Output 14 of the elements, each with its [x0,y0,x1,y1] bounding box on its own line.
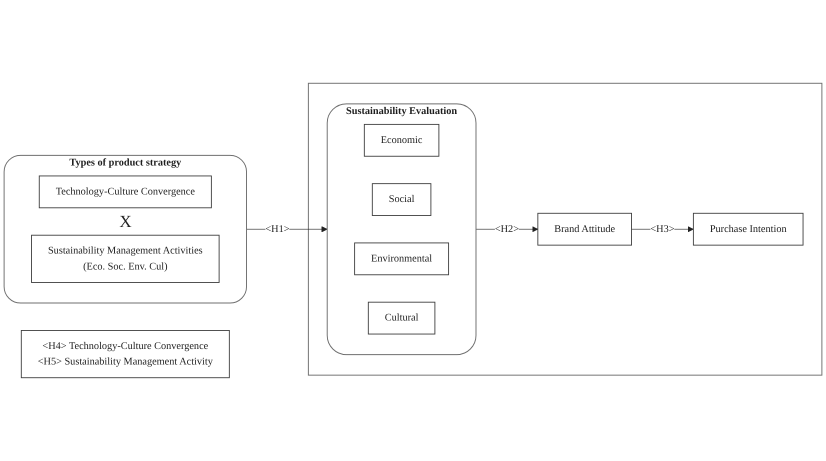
node-box: Environmental [354,242,450,276]
operator-label: X [119,213,132,230]
edge-label: <H2> [494,224,519,235]
node-box: Sustainability Management Activities (Eco. Soc. Env. Cul) [31,234,220,283]
node-box: Social [372,183,432,216]
node-box: Brand Attitude [537,212,632,246]
node-box: Technology-Culture Convergence [38,176,212,208]
cluster [308,82,822,376]
node-box: Purchase Intention [692,212,804,246]
edge-label: <H1> [265,224,290,235]
node-box: Cultural [368,302,436,334]
edge-label: <H3> [650,224,675,235]
node-box: Economic [364,124,440,157]
node-box: <H4> Technology-Culture Convergence <H5> Sustainability Management Activity [20,330,230,378]
